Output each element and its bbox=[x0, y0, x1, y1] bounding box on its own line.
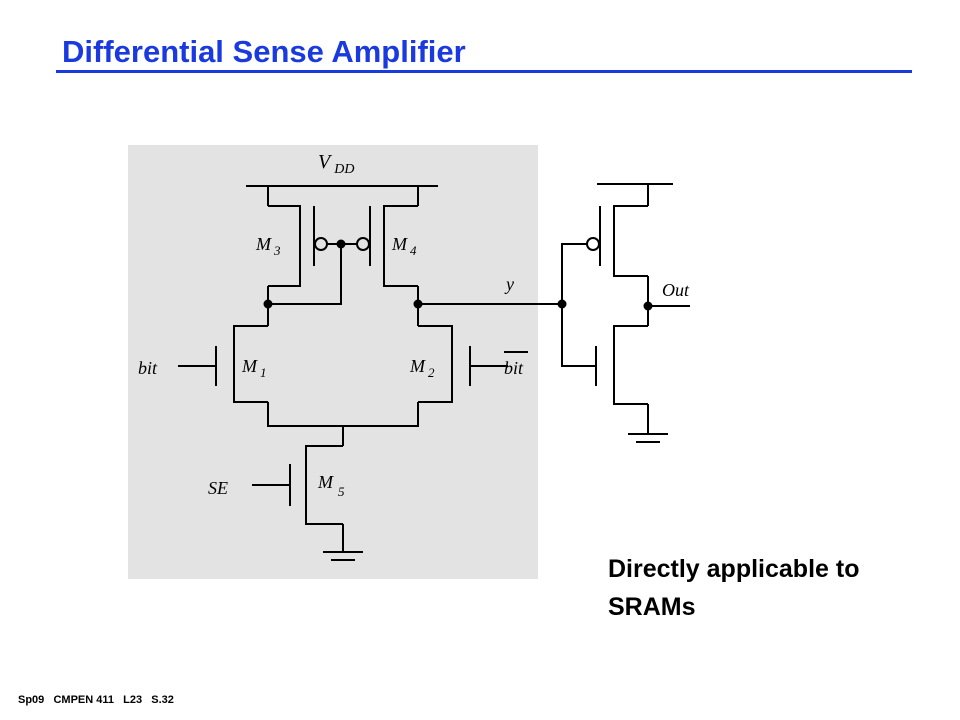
inverter-ground-symbol bbox=[628, 433, 668, 443]
transistor-m2 bbox=[418, 325, 508, 403]
transistor-m1 bbox=[178, 325, 268, 403]
se-label: SE bbox=[208, 478, 228, 498]
vdd-rail bbox=[246, 185, 438, 206]
schematic-background-panel bbox=[128, 145, 538, 579]
bit-label: bit bbox=[138, 358, 158, 378]
bit-bar-label: bit bbox=[504, 358, 524, 378]
slide-title: Differential Sense Amplifier bbox=[62, 34, 466, 69]
ground-symbol bbox=[323, 524, 363, 561]
out-label: Out bbox=[662, 280, 690, 300]
mirror-gate-wire bbox=[268, 239, 357, 305]
slide-footer: Sp09 CMPEN 411 L23 S.32 bbox=[18, 694, 174, 706]
note-line-2: SRAMs bbox=[608, 593, 696, 621]
applicability-note: Directly applicable to SRAMs bbox=[608, 550, 859, 626]
tail-wire bbox=[267, 402, 419, 446]
note-line-1: Directly applicable to bbox=[608, 555, 860, 583]
output-inverter bbox=[557, 183, 690, 434]
title-underline bbox=[56, 70, 912, 73]
node-y-label: y bbox=[504, 274, 514, 294]
right-branch-wire bbox=[413, 286, 562, 326]
transistor-m5 bbox=[252, 445, 343, 525]
left-branch-wire bbox=[263, 286, 273, 326]
